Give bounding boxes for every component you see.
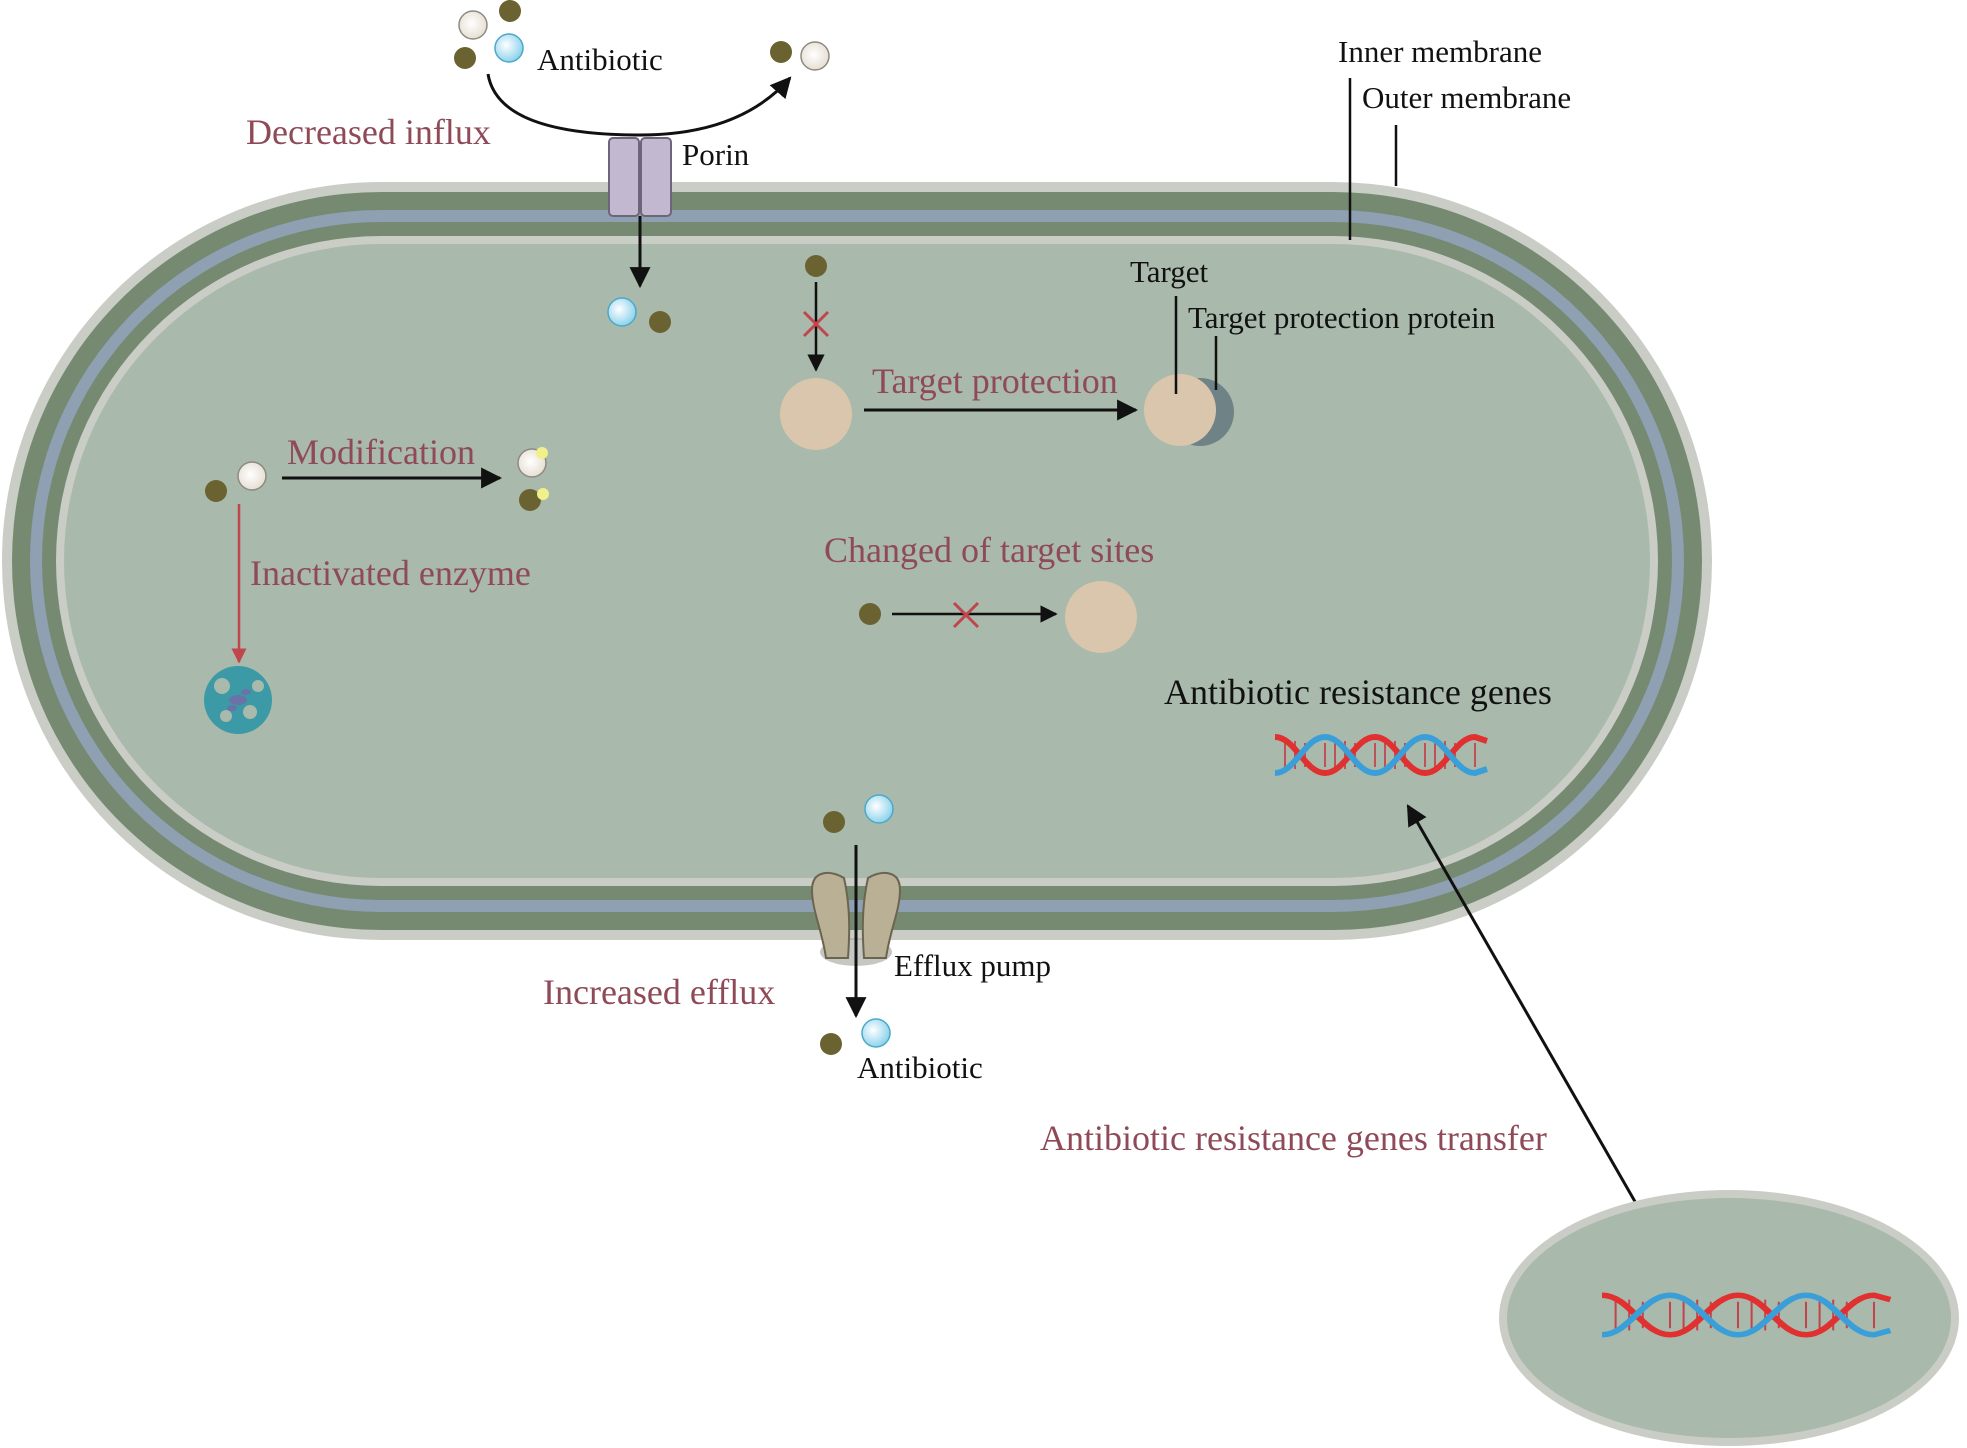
antibiotic-changed-target	[859, 603, 881, 625]
target-label: Target	[1130, 254, 1209, 289]
cytoplasm	[64, 244, 1650, 878]
outer-membrane-label: Outer membrane	[1362, 80, 1571, 115]
porin	[608, 137, 672, 217]
dna-helix-donor	[1601, 1292, 1892, 1338]
bypass-arrow	[486, 73, 792, 137]
inactivated-enzyme-label: Inactivated enzyme	[250, 553, 531, 593]
bacterial-cell	[2, 182, 1712, 940]
inactivated-enzyme-blob	[204, 666, 272, 734]
resistance-genes-label: Antibiotic resistance genes	[1164, 672, 1552, 712]
genes-transfer-label: Antibiotic resistance genes transfer	[1040, 1118, 1547, 1158]
donor-cell	[1507, 1198, 1951, 1438]
inner-membrane-label: Inner membrane	[1338, 34, 1542, 69]
antibiotic-pair-efflux-out	[820, 1018, 891, 1055]
inhibit-cross-2	[952, 601, 980, 629]
target-protection-label: Target protection	[872, 361, 1118, 401]
antibiotic-pair-entered	[607, 297, 671, 333]
changed-target-site	[1065, 581, 1137, 653]
antibiotic-cluster-top	[454, 0, 524, 69]
target-site-unprotected	[780, 378, 852, 450]
gene-transfer-arrow	[1406, 804, 1682, 1281]
antibiotic-pair-modification	[205, 461, 267, 502]
porin-label: Porin	[682, 137, 750, 172]
antibiotic-blocked	[805, 255, 827, 277]
antibiotic-pair-efflux-in	[823, 794, 894, 833]
changed-target-sites-label: Changed of target sites	[824, 530, 1154, 570]
increased-efflux-label: Increased efflux	[543, 972, 775, 1012]
modified-antibiotic	[517, 447, 549, 511]
dna-helix-cell	[1274, 733, 1488, 777]
inhibit-cross-1	[802, 310, 830, 338]
efflux-pump	[810, 872, 902, 966]
modification-label: Modification	[287, 432, 475, 472]
decreased-influx-label: Decreased influx	[246, 112, 491, 152]
antibiotic-label-top: Antibiotic	[537, 42, 663, 77]
antibiotic-pair-top-right	[770, 41, 830, 71]
protected-target	[1144, 374, 1216, 446]
antibiotic-label-bottom: Antibiotic	[857, 1050, 983, 1085]
efflux-pump-label: Efflux pump	[894, 948, 1051, 983]
target-protection-protein-label: Target protection protein	[1188, 300, 1496, 335]
